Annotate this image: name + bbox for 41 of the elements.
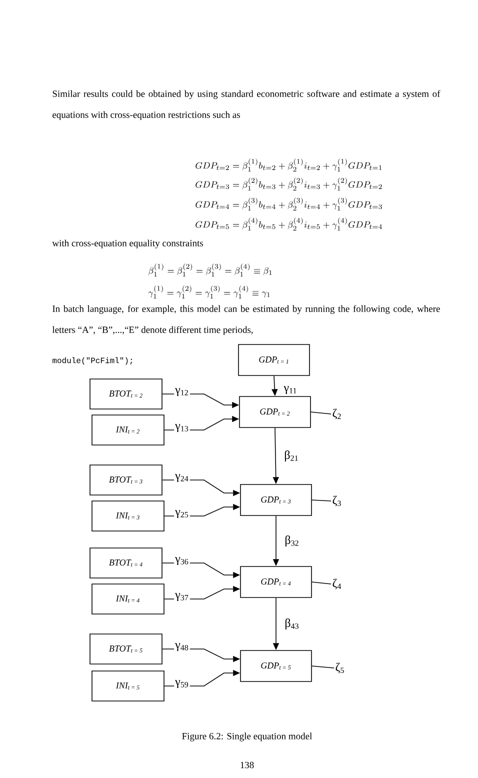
figure-caption: Figure 6.2: Single equation model xyxy=(182,732,312,742)
edge-label: γ$_{59}$ xyxy=(174,678,190,690)
edge-label: γ$_{25}$ xyxy=(174,508,190,520)
edge-label: γ$_{24}$ xyxy=(174,472,190,484)
equation: $GDP_{t=4} = \beta_1^{(3)} b_{t=4} + \beta_2^{(3)} i_{t=4} + \gamma_1^{(3)} GDP_{t=3}$ xyxy=(196,197,382,211)
variable-box: GDP$_{t = 4}$ xyxy=(240,566,312,598)
edge-label: γ$_{12}$ xyxy=(174,386,190,398)
text-line: with cross-equation equality constraints xyxy=(52,240,204,248)
variable-box: GDP$_{t = 3}$ xyxy=(240,484,312,516)
paragraph: Similar results could be obtained by using standard econometric software and estimate a system of equations with cross-equation restrictions such as xyxy=(52,90,440,120)
equation: $GDP_{t=5} = \beta_1^{(4)} b_{t=5} + \beta_2^{(4)} i_{t=5} + \gamma_1^{(4)} GDP_{t=4}$ xyxy=(196,217,382,231)
edge-label: β$_{21}$ xyxy=(283,450,300,462)
variable-box: BTOT$_{t = 2}$ xyxy=(90,378,162,410)
variable-box: GDP$_{t = 1}$ xyxy=(238,344,310,376)
variable-box: INI$_{t = 4}$ xyxy=(92,584,164,614)
code-line: module("PcFiml"); xyxy=(52,357,132,365)
error-term: ζ$_{2}$ xyxy=(332,408,341,420)
error-term: ζ$_{5}$ xyxy=(336,662,344,674)
equation: $\gamma_1^{(1)} = \gamma_1^{(2)} = \gamma_1^{(3)} = \gamma_1^{(4)} \equiv \gamma_1$ xyxy=(148,285,270,299)
edge-label: β$_{43}$ xyxy=(284,618,300,630)
variable-box: GDP$_{t = 2}$ xyxy=(239,396,311,428)
variable-box: INI$_{t = 3}$ xyxy=(92,500,164,532)
equation: $GDP_{t=2} = \beta_1^{(1)} b_{t=2} + \beta_2^{(1)} i_{t=2} + \gamma_1^{(1)} GDP_{t=1}$ xyxy=(196,158,382,172)
edge-label: γ$_{37}$ xyxy=(174,592,190,602)
variable-box: BTOT$_{t = 4}$ xyxy=(90,548,162,578)
error-term: ζ$_{3}$ xyxy=(332,496,341,506)
variable-box: GDP$_{t = 5}$ xyxy=(240,650,312,682)
paragraph: In batch language, for example, this model can be estimated by running the following code, where letters “A”, “B”,...,“E” denote different time periods, xyxy=(52,305,440,335)
edge-label: γ$_{11}$ xyxy=(282,384,298,396)
equation: $\beta_1^{(1)} = \beta_1^{(2)} = \beta_1^{(3)} = \beta_1^{(4)} \equiv \beta_1$ xyxy=(148,263,272,277)
edge-label: γ$_{13}$ xyxy=(174,422,190,434)
page-number: 138 xyxy=(240,762,254,768)
edge-label: β$_{32}$ xyxy=(284,534,300,548)
variable-box: BTOT$_{t = 3}$ xyxy=(90,464,162,496)
edge-label: γ$_{36}$ xyxy=(174,556,190,566)
edge-label: γ$_{48}$ xyxy=(174,642,190,652)
variable-box: INI$_{t = 5}$ xyxy=(92,670,164,702)
equation: $GDP_{t=3} = \beta_1^{(2)} b_{t=3} + \beta_2^{(2)} i_{t=3} + \gamma_1^{(2)} GDP_{t=2}$ xyxy=(196,177,382,191)
variable-box: BTOT$_{t = 5}$ xyxy=(90,634,162,664)
error-term: ζ$_{4}$ xyxy=(332,578,342,590)
variable-box: INI$_{t = 2}$ xyxy=(92,414,164,446)
